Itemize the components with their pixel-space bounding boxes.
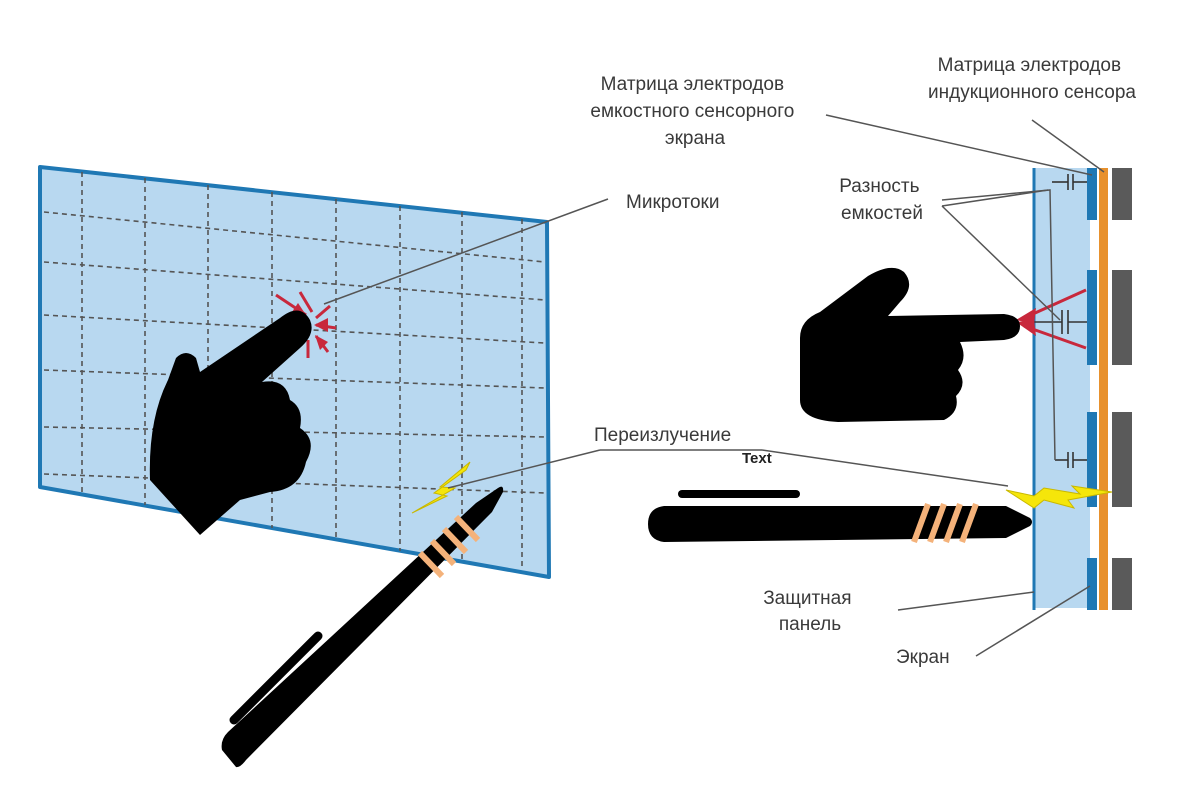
capacitive-electrode: [1087, 168, 1097, 220]
label-protective-panel: Защитная панель: [763, 588, 857, 635]
inductive-electrode: [1112, 270, 1132, 365]
capacitive-electrode: [1087, 412, 1097, 507]
label-inductive-matrix-line2: индукционного сенсора: [928, 82, 1136, 103]
cross-section: [1032, 168, 1132, 610]
label-inductive-matrix: Матрица электродов индукционного сенсора: [928, 55, 1136, 103]
label-protective-panel-line2: панель: [779, 614, 841, 635]
label-capacitance-diff: Разность емкостей: [839, 176, 925, 224]
pen-band-right: [911, 502, 979, 544]
finger-hand-icon-right: [800, 267, 1020, 422]
label-protective-panel-line1: Защитная: [763, 588, 851, 609]
label-microcurrents: Микротоки: [626, 192, 719, 213]
capacitor-icon: [1034, 174, 1087, 468]
label-capacitive-matrix-line3: экрана: [665, 128, 726, 149]
lightning-icon-left: [411, 461, 471, 514]
label-reradiation: Переизлучение: [594, 425, 731, 446]
label-capacitive-matrix-line2: емкостного сенсорного: [590, 101, 794, 122]
capacitance-field-arrows: [1016, 288, 1087, 350]
label-capacitance-diff-line2: емкостей: [841, 203, 923, 224]
capacitive-electrode: [1087, 558, 1097, 610]
label-capacitive-matrix-line1: Матрица электродов: [601, 74, 784, 95]
inductive-electrode: [1112, 412, 1132, 507]
electrode-grid: [43, 172, 546, 570]
pen-band-left: [417, 514, 481, 579]
label-capacitance-diff-line1: Разность: [839, 176, 919, 197]
screen-layer: [1099, 168, 1108, 610]
label-text-tag: Text: [742, 450, 772, 467]
capacitive-electrode: [1087, 270, 1097, 365]
inductive-electrode: [1112, 558, 1132, 610]
stylus-pen-icon-left: [221, 486, 504, 768]
leader-lines: [323, 114, 1105, 657]
inductive-electrode: [1112, 168, 1132, 220]
protective-panel-layer: [1034, 168, 1090, 608]
finger-hand-icon: [149, 310, 312, 535]
label-capacitive-matrix: Матрица электродов емкостного сенсорного…: [590, 74, 799, 149]
lightning-icon-right: [1005, 485, 1113, 509]
stylus-pen-icon-right: [648, 490, 1032, 544]
label-inductive-matrix-line1: Матрица электродов: [938, 55, 1121, 76]
label-screen: Экран: [896, 647, 950, 668]
